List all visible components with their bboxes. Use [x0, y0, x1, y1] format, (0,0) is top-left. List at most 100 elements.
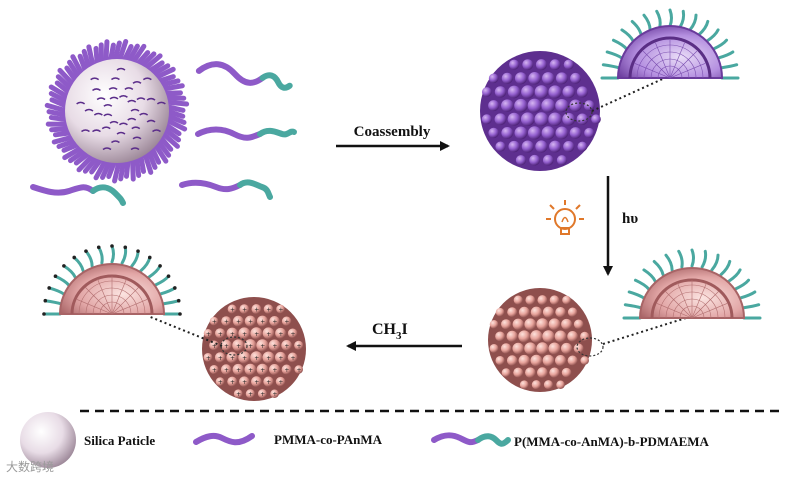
colloid-bead — [244, 363, 257, 376]
core-chain — [81, 129, 90, 133]
charge-mark: + — [218, 355, 223, 362]
charge-mark: + — [236, 391, 241, 398]
corona-chain — [601, 63, 621, 70]
charge-mark: + — [236, 319, 241, 326]
core-chain — [136, 97, 146, 101]
corona-chain — [719, 63, 739, 70]
corona-chain — [130, 249, 140, 268]
core-chain — [92, 88, 101, 92]
quaternized-shell-cross-section — [42, 244, 182, 316]
charge-mark: + — [254, 379, 259, 386]
colloid-bead — [512, 342, 524, 355]
charge-mark: + — [290, 331, 295, 338]
colloid-bead — [281, 364, 292, 375]
charge-mark: + — [284, 343, 289, 350]
colloid-bead — [542, 154, 554, 166]
chain-end-charge — [84, 249, 88, 253]
corona-chain — [705, 28, 720, 43]
colloid-bead — [268, 339, 281, 352]
corona-chain — [668, 8, 673, 28]
colloid-bead — [281, 340, 292, 351]
colloid-bead — [562, 295, 571, 305]
charge-mark: + — [242, 331, 247, 338]
charge-mark: + — [266, 307, 271, 314]
micelle-chain — [51, 134, 77, 145]
charge-mark: + — [266, 355, 271, 362]
corona-chain — [741, 303, 761, 310]
colloid-bead — [525, 295, 536, 305]
colloid-bead — [561, 318, 573, 330]
corona-chain — [664, 253, 674, 272]
colloid-bead — [541, 126, 555, 140]
corona-chain — [72, 255, 85, 273]
charge-mark: + — [272, 343, 277, 350]
charge-mark: + — [242, 307, 247, 314]
charge-mark: + — [266, 379, 271, 386]
core-chain — [110, 140, 120, 144]
colloid-bead — [481, 114, 492, 125]
colloid-bead — [244, 339, 257, 352]
colloid-bead — [275, 327, 287, 339]
colloid-bead — [256, 339, 269, 352]
colloid-bead — [569, 127, 582, 139]
corona-chain — [697, 19, 710, 37]
colloid-bead — [209, 316, 219, 326]
colloid-bead — [281, 316, 292, 326]
mesh-line — [97, 278, 113, 315]
micelle-chain — [129, 43, 147, 66]
mesh-line — [642, 50, 671, 79]
core-chain — [103, 103, 113, 107]
colloid-bead — [238, 327, 251, 340]
colloid-bead — [520, 112, 535, 127]
charge-mark: + — [218, 331, 223, 338]
zoom-line-pink — [602, 317, 687, 345]
micelle-chain — [81, 48, 92, 72]
corona-chain — [158, 286, 177, 296]
charge-mark: + — [236, 367, 241, 374]
corona-chain — [97, 245, 104, 265]
micelle-chain — [154, 74, 176, 85]
quaternized-colloid: ++++++++++++++++++++++++++++++++++++++++… — [202, 297, 306, 401]
charge-mark: + — [284, 367, 289, 374]
colloid-bead — [244, 315, 256, 327]
micelle-chain — [48, 91, 71, 105]
colloid-bead — [530, 354, 543, 367]
chain-end-charge — [47, 286, 51, 290]
chain-end-charge — [136, 249, 140, 253]
core-chain — [127, 117, 137, 121]
colloid-bead — [262, 327, 275, 340]
charge-mark: + — [248, 319, 253, 326]
colloid-bead — [287, 328, 298, 339]
corona-chain — [62, 264, 77, 279]
colloid-bead — [528, 72, 541, 85]
colloid-bead — [512, 318, 524, 330]
corona-chain — [147, 264, 162, 279]
colloid-bead — [514, 126, 528, 140]
colloid-bead — [495, 141, 506, 152]
colloid-bead — [270, 389, 279, 398]
mesh-line — [111, 299, 148, 315]
colloid-bead — [508, 140, 520, 153]
colloid-bead — [489, 344, 499, 353]
micelle-chain — [82, 154, 100, 174]
core-chain — [118, 122, 128, 126]
corona-chain — [633, 278, 651, 291]
core-chain — [96, 97, 106, 101]
micelle-chain — [161, 126, 182, 143]
colloid-bead — [488, 73, 499, 84]
micelle-chain — [159, 83, 185, 92]
mesh-line — [669, 63, 706, 79]
mesh-line — [691, 303, 728, 319]
chain-end-charge — [123, 245, 128, 250]
colloid-bead — [276, 304, 285, 314]
corona-chain — [153, 274, 171, 287]
colloid-bead — [294, 365, 303, 374]
core-chain — [132, 81, 142, 84]
corona-chain — [642, 13, 652, 32]
micelle-chain — [67, 147, 89, 164]
colloid-bead — [567, 307, 578, 317]
colloid-bead — [548, 318, 561, 331]
colloid-bead — [263, 376, 274, 387]
colloid-bead — [232, 339, 245, 352]
core-chain — [118, 94, 128, 98]
